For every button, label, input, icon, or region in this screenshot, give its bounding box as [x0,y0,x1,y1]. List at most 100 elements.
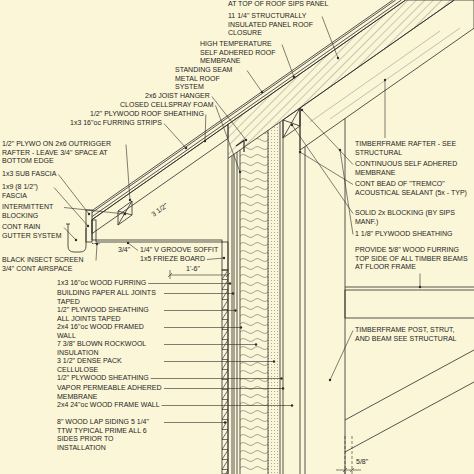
callout-label: 1 1/8" PLYWOOD SHEATHING [355,230,453,239]
soffit [96,240,222,242]
callout-label: 1/2" PLYWOOD ROOF SHEATHING [90,110,204,119]
leader-dot [232,292,234,294]
leader-dot [291,404,293,406]
leader-line [216,106,241,173]
leader-line [164,422,225,423]
callout-label: AT TOP OF ROOF SIPS PANEL [228,0,328,9]
leader-dot [329,379,331,381]
leader-dot [384,79,386,81]
dimension-label: 1'-6" [186,265,200,274]
leader-dot [245,139,247,141]
dimension-label: 3 1/2" [150,202,170,219]
leader-line [322,17,338,59]
callout-label: 1x9 (8 1/2") FASCIA [2,183,52,200]
callout-label: BLACK INSECT SCREEN 3/4" CONT AIRSPACE [2,256,94,273]
leader-dot [293,76,295,78]
leader-line [151,378,282,379]
leader-dot [280,377,282,379]
leader-dot [337,57,339,59]
leader-line [385,80,386,138]
solid-blocking [283,108,300,138]
callout-label: 2x4 16"oc WOOD FRAMED WALL [57,323,162,340]
beam-furring [345,287,474,288]
gutter [66,224,86,252]
leader-line [162,405,292,406]
joist-hanger [236,140,244,152]
leader-line [340,150,353,235]
callout-label: 8" WOOD LAP SIDING 5 1/4" TTW TYPICAL PR… [57,418,162,452]
callout-label: INTERMITTENT BLOCKING [2,203,62,220]
leader-dot [87,225,89,227]
lap-siding [222,270,228,474]
rockwool [240,130,268,474]
callout-label: 1/2" PLYWOOD SHEATHING [57,374,149,383]
callout-label: 2x4 24"oc WOOD FRAME WALL [57,401,160,410]
callout-label: 1/2" PLYWO ON 2x6 OUTRIGGER RAFTER - LEA… [2,140,124,166]
callout-label: CONT RAIN GUTTER SYSTEM [2,223,62,240]
leader-dot [239,171,241,173]
leader-line [292,125,353,214]
leader-dot [339,149,341,151]
leader-line [164,310,236,311]
leader-line [164,293,233,294]
dimension-label: 5/8" [356,458,368,467]
leader-line [64,228,76,241]
callout-label: 1/2" PLYWOOD SHEATHING ALL JOINTS TAPED [57,306,162,323]
leader-line [247,71,262,93]
leader-line [300,152,353,185]
cellulose [268,122,280,474]
leader-line [282,45,294,78]
leader-dot [299,151,301,153]
timber-strut [345,350,474,452]
leader-dot [129,199,131,201]
leader-line [58,175,89,215]
leader-dot [127,242,129,244]
leader-line [302,110,353,165]
callout-label: CONTINUOUS SELF ADHERED MEMBRANE [355,160,470,177]
callout-label: STANDING SEAM METAL ROOF SYSTEM [175,66,245,92]
callout-label: 11 1/4" STRUCTURALLY INSULATED PANEL ROO… [228,12,320,38]
timber-beam [345,290,474,318]
callout-label: 1x3 16"oc WOOD FURRING [57,279,146,288]
callout-label: HIGH TEMPERATURE SELF ADHERED ROOF MEMBR… [200,40,280,66]
dimension-line [345,436,352,474]
leader-line [330,331,353,381]
callout-label: 1x3 16"oc FURRING STRIPS [70,119,162,128]
fascia [86,210,92,242]
callout-label: 7 3/8" BLOWN ROCKWOOL INSULATION [57,340,162,357]
leader-dot [240,326,242,328]
leader-line [164,361,274,362]
leader-line [207,258,224,260]
leader-dot [223,257,225,259]
callout-label: TIMBERFRAME POST, STRUT, AND BEAM SEE ST… [355,326,470,343]
leader-dot [88,213,90,215]
callout-label: VAPOR PERMEABLE ADHERED MEMBRANE [57,384,162,401]
callout-label: SOLID 2x BLOCKING (BY SIPS MANF.) [355,209,470,226]
leader-line [126,145,130,201]
callout-label: TIMBERFRAME RAFTER - SEE STRUCTURAL [355,140,470,157]
blocking [118,201,132,225]
callout-label: BUILDING PAPER ALL JOINTS TAPED [57,289,162,306]
callout-label: 1x3 SUB FASCIA [2,170,56,179]
leader-line [64,208,125,215]
sub-fascia [92,220,96,240]
leader-dot [75,239,77,241]
leader-line [164,344,256,345]
leader-dot [282,387,284,389]
leader-dot [204,140,206,142]
callout-label: PROVIDE 5/8" WOOD FURRING TOP SIDE OF AL… [355,246,470,272]
callout-label: 1/4" V GROOVE SOFFIT [140,246,218,255]
leader-dot [229,282,231,284]
leader-line [212,97,246,141]
leader-dot [124,213,126,215]
callout-label: 1x5 FRIEZE BOARD [140,255,205,264]
leader-line [96,244,97,261]
dimension-line [336,468,361,472]
leader-dot [419,286,421,288]
leader-dot [261,91,263,93]
frieze-board [222,242,228,270]
callout-label: 2x6 JOIST HANGER [145,92,210,101]
leader-line [164,327,241,328]
leader-dot [301,109,303,111]
